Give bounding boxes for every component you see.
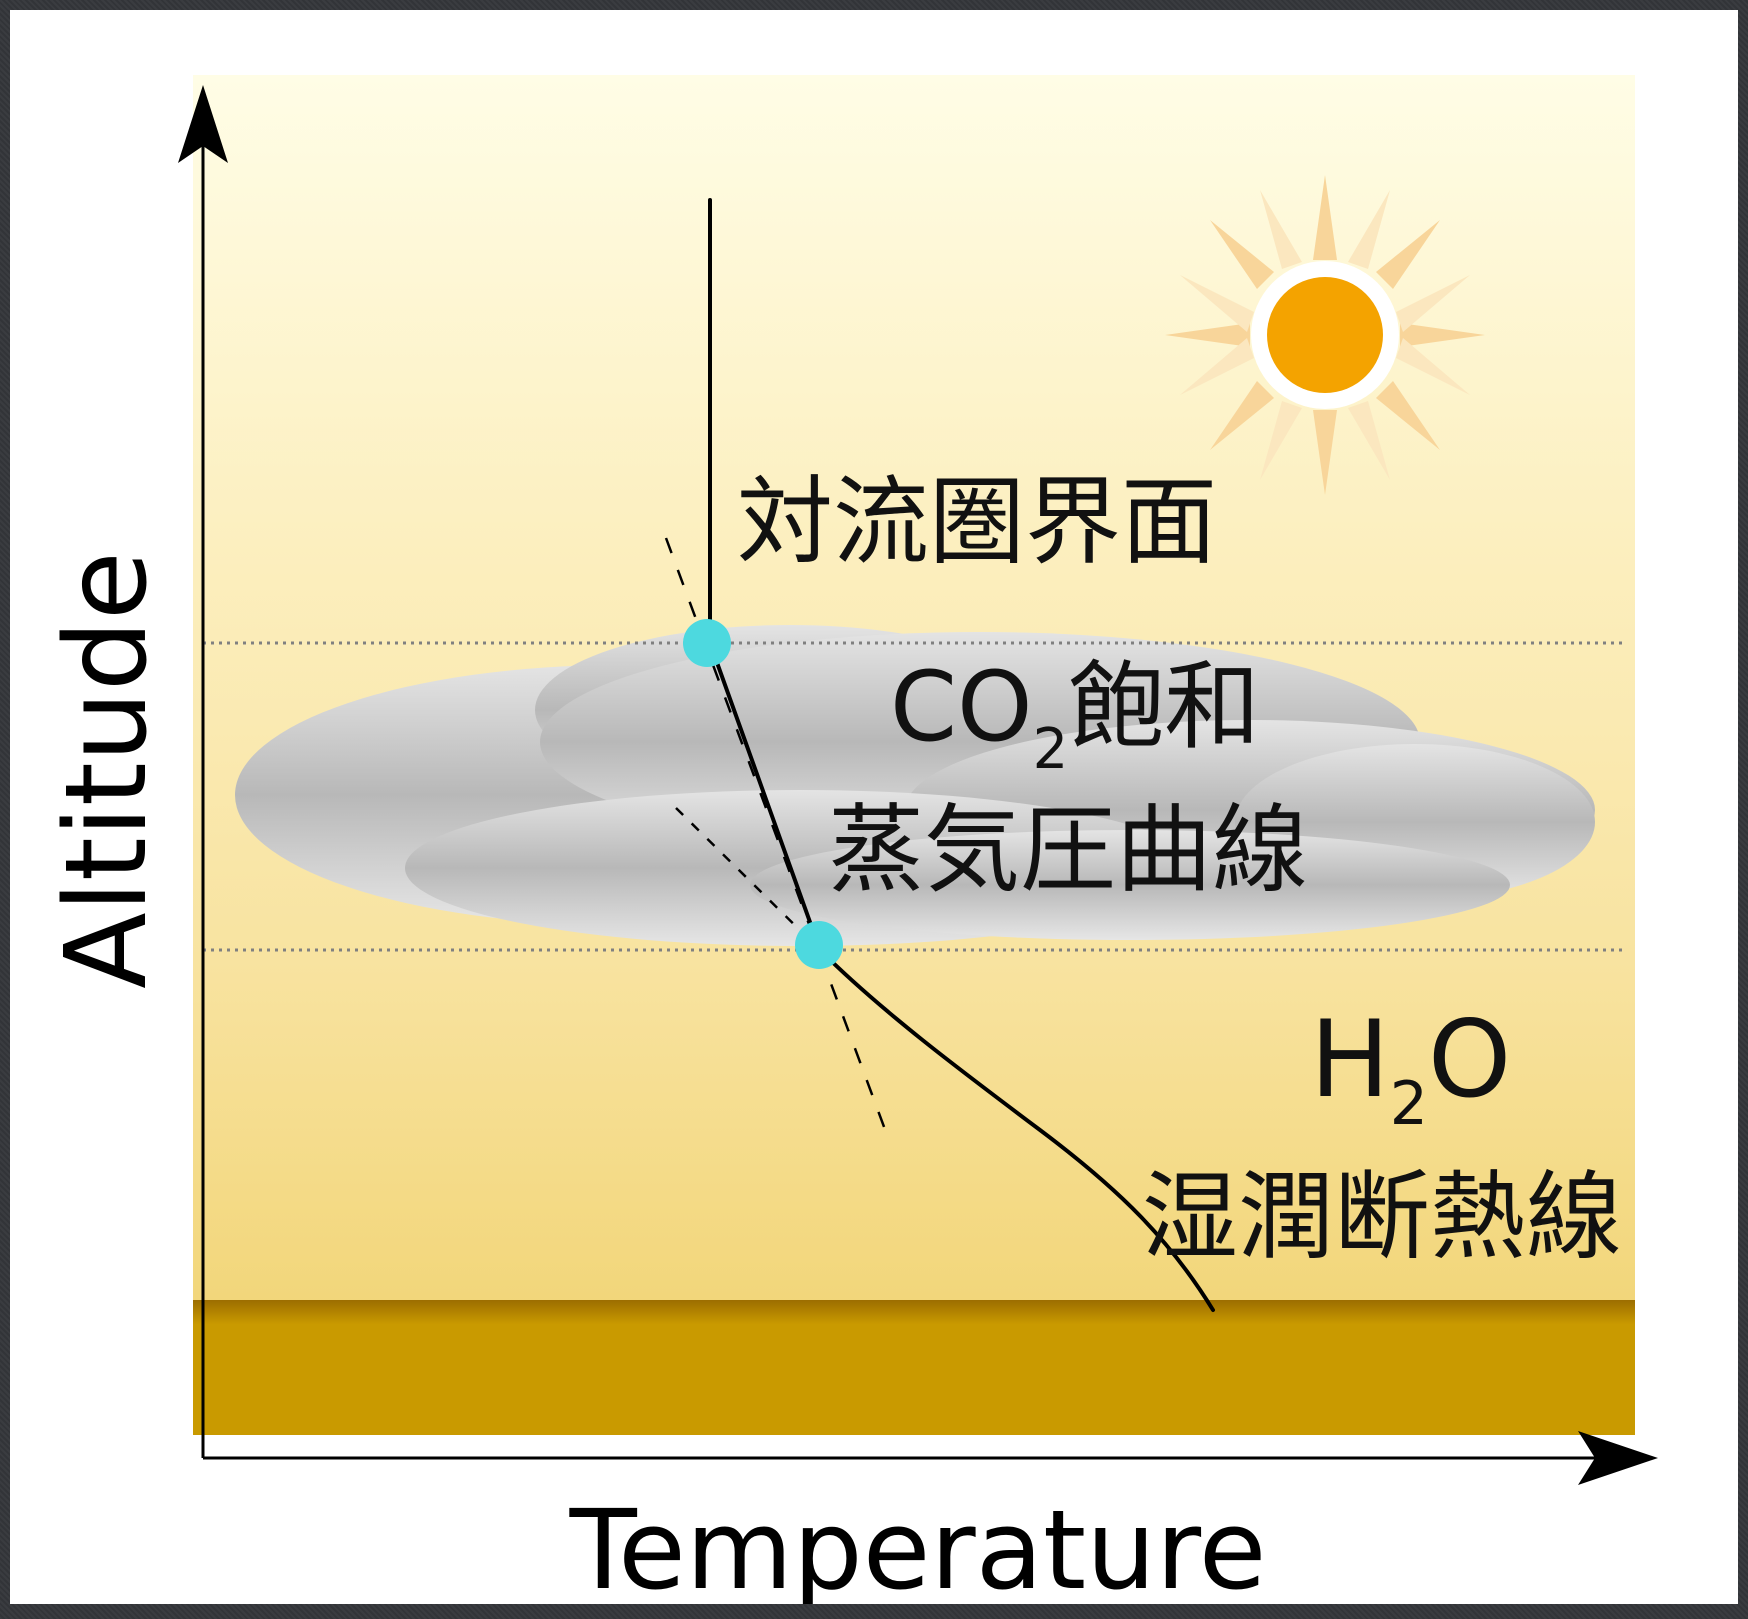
co2-saturation-label: CO2飽和 bbox=[890, 651, 1260, 782]
x-axis-title: Temperature bbox=[569, 1486, 1267, 1604]
temperature-profile bbox=[708, 198, 1215, 1312]
co2-label-subscript: 2 bbox=[1033, 717, 1069, 782]
vapor-pressure-curve-label: 蒸気圧曲線 bbox=[828, 794, 1308, 906]
diagram-labels: 対流圏界面 CO2飽和 蒸気圧曲線 H2O 湿潤断熱線 bbox=[737, 466, 1622, 1273]
h2o-label-h: H bbox=[1310, 998, 1390, 1121]
y-axis-title: Altitude bbox=[42, 551, 172, 989]
axes bbox=[178, 85, 1658, 1485]
co2-label-suffix: 飽和 bbox=[1068, 651, 1260, 763]
condensation-marker bbox=[795, 921, 843, 969]
temperature-profile-line bbox=[708, 198, 1215, 1312]
tropopause-label: 対流圏界面 bbox=[737, 466, 1217, 578]
h2o-label-subscript: 2 bbox=[1390, 1069, 1428, 1139]
cloud-icon bbox=[235, 625, 1595, 946]
reference-lines bbox=[203, 641, 1625, 952]
slide-canvas: 対流圏界面 CO2飽和 蒸気圧曲線 H2O 湿潤断熱線 Altitude Tem… bbox=[10, 10, 1738, 1604]
ground-layer bbox=[193, 1300, 1635, 1435]
y-axis-arrow-icon bbox=[178, 85, 228, 163]
x-axis-arrow-icon bbox=[1578, 1431, 1658, 1485]
axis-titles: Altitude Temperature bbox=[42, 551, 1266, 1604]
co2-label-main: CO bbox=[890, 651, 1033, 763]
tropopause-marker bbox=[683, 619, 731, 667]
sun-icon bbox=[1165, 175, 1485, 495]
h2o-label: H2O bbox=[1310, 998, 1511, 1139]
transition-markers bbox=[683, 619, 843, 969]
altitude-temperature-diagram: 対流圏界面 CO2飽和 蒸気圧曲線 H2O 湿潤断熱線 Altitude Tem… bbox=[10, 10, 1738, 1604]
h2o-label-o: O bbox=[1428, 998, 1511, 1121]
moist-adiabat-label: 湿潤断熱線 bbox=[1142, 1161, 1622, 1273]
